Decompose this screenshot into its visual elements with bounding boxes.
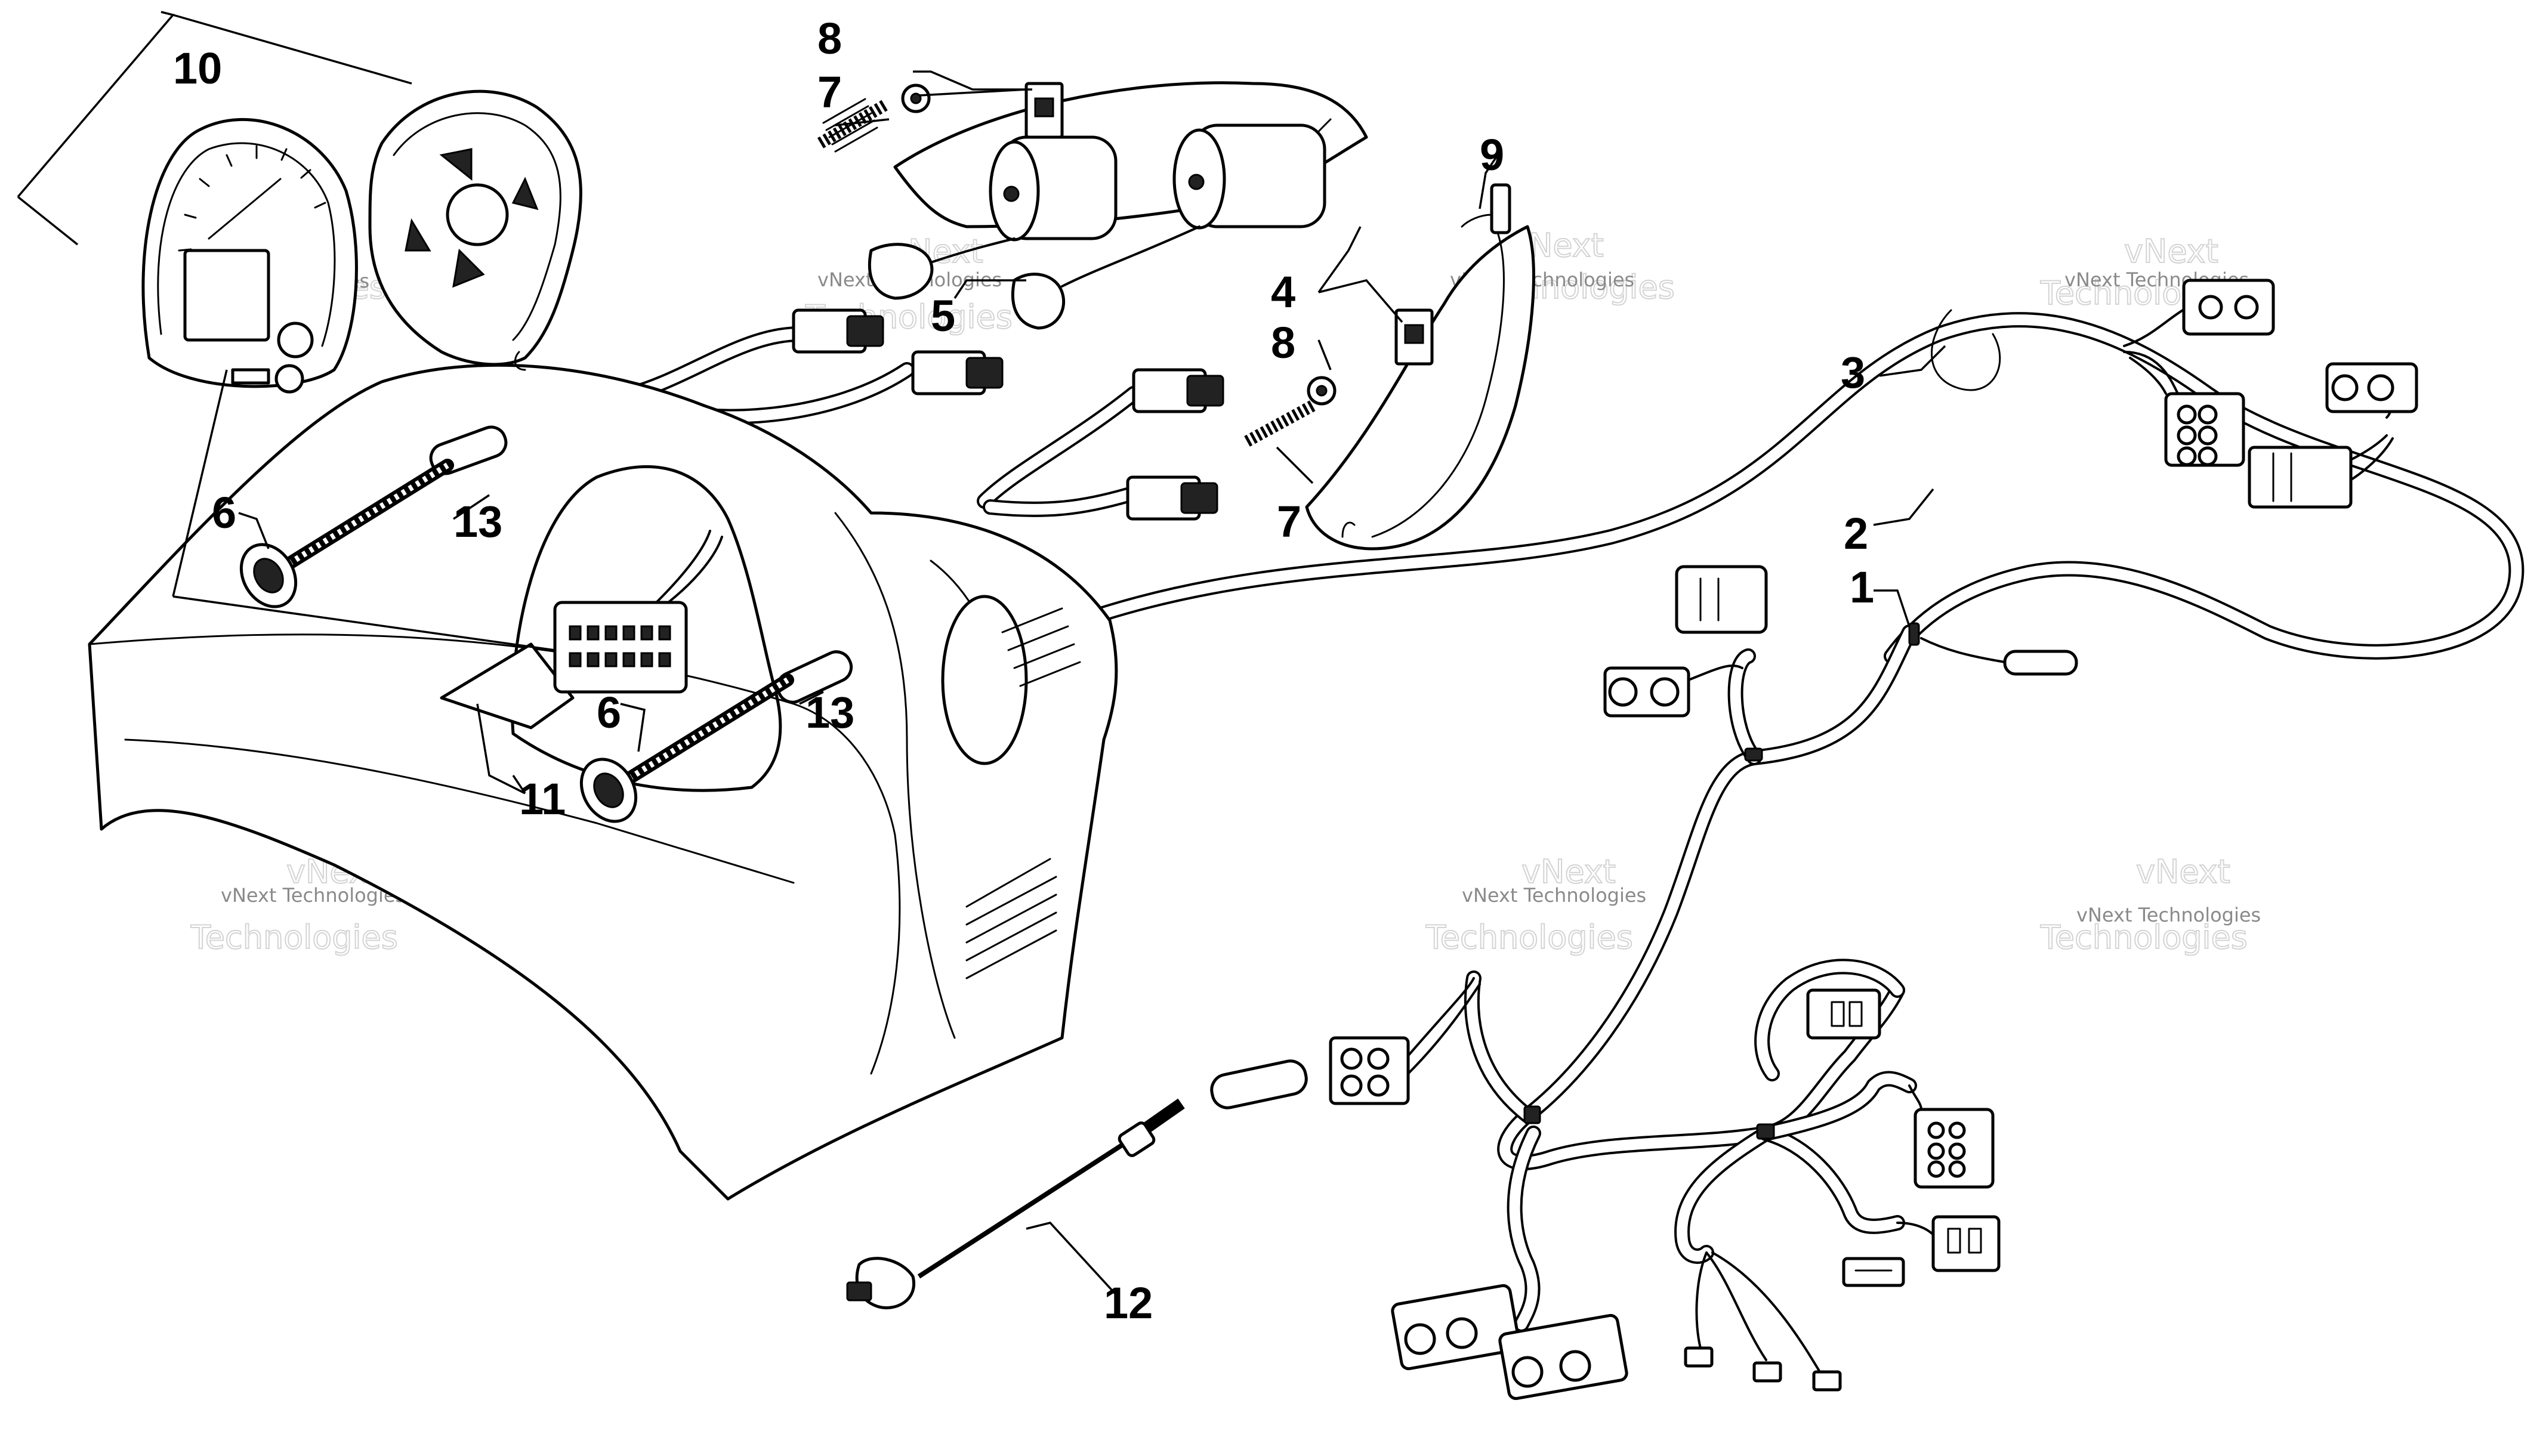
gauge-button[interactable] [277,322,314,358]
adjuster-spring-lower[interactable] [1244,400,1316,447]
connector-2pin-top-right[interactable] [2182,279,2275,336]
bulb-socket[interactable] [868,237,1016,300]
callout-7-lower: 7 [1277,497,1301,546]
callout-1: 1 [1850,562,1874,612]
watermark-large-top: vNext [1521,853,1616,891]
bezel-cutout [405,218,431,252]
secondary-wiring-harness[interactable] [1464,622,2078,1332]
callout-8-upper: 8 [817,14,842,63]
callout-6-upper: 6 [212,488,236,537]
callout-labels: 1 2 3 4 5 6 6 7 7 8 8 9 10 11 12 13 13 [173,14,1874,1328]
main-wiring-harness[interactable] [1084,297,2524,664]
connector-block-right[interactable] [2248,446,2353,509]
watermark-large-top: vNext [2124,233,2218,270]
adjuster-nuts[interactable] [901,84,1337,406]
watermark-large-bottom: Technologies [190,919,398,956]
gauge-button[interactable] [274,364,304,394]
speedometer-gauge-assembly[interactable] [141,89,582,394]
watermark: vNext Technologies vNext Technologies [1425,852,1646,957]
headlight-bulb-left[interactable] [989,135,1118,242]
resistor-plug[interactable] [1842,1257,1905,1287]
callout-9: 9 [1480,130,1504,180]
connector-male-top-right[interactable] [2325,362,2418,413]
temp-sensor-probe[interactable] [2003,650,2078,676]
connector-pair-bottom-left[interactable] [1391,1284,1628,1401]
sensor-sleeve[interactable] [1209,1058,1309,1111]
watermark-small: vNext Technologies [2076,904,2261,926]
gauge-harness-connector[interactable] [553,530,723,694]
watermark-large-bottom: Technologies [1425,919,1633,956]
relay-box[interactable] [1675,565,1768,634]
callout-8-lower: 8 [1271,318,1295,367]
callout-13-lower: 13 [805,688,854,737]
watermark: vNext Technologies vNext Technologies [2039,852,2261,957]
gauge-mount-bolt-upper[interactable] [230,459,454,617]
watermark-small: vNext Technologies [1462,884,1646,907]
headlight-bulb-right[interactable] [1172,123,1326,230]
headlight-housing-upper[interactable] [868,81,1368,330]
spade-terminals-bottom[interactable] [1684,1251,1842,1392]
watermark: vNext Technologies vNext Technologies [190,852,405,957]
gauge-connector-tab [231,368,270,385]
gauge-mount-bolts[interactable] [230,459,794,831]
callout-6-lower: 6 [597,688,621,737]
connector-6pin-top-right[interactable] [2164,392,2245,467]
bezel-cutout [511,177,539,211]
gauge-mount-bolt-lower[interactable] [570,673,794,831]
headlight-housing-lower[interactable] [1305,183,1535,551]
bulb-socket[interactable] [1011,225,1200,330]
bezel-cutout [439,148,473,181]
mounting-grommet-lower[interactable] [773,647,856,707]
callout-11: 11 [519,774,566,824]
callout-leader-lines [17,11,1946,1296]
cable-tie-strap[interactable] [1931,309,2001,391]
harness-clip [1756,1123,1775,1140]
connector-2pin-left[interactable] [1603,664,1743,718]
watermark-large-top: vNext [2136,853,2230,891]
connector-2pin-right[interactable] [1806,988,1881,1040]
callout-7-upper: 7 [817,67,842,117]
harness-clip [1744,747,1763,762]
warning-label [440,642,575,729]
bezel-cutout [452,248,485,288]
clip[interactable] [1490,183,1511,234]
callout-3: 3 [1841,348,1865,397]
callout-5: 5 [931,291,955,341]
connector-pair-dash-right[interactable] [977,368,1224,521]
harness-clip [1523,1105,1541,1124]
callout-13-upper: 13 [453,497,502,546]
callout-4: 4 [1271,267,1295,317]
gauge-lcd-display [183,249,270,342]
connector-8pin-right[interactable] [1908,1084,1995,1189]
connector-4pin-center[interactable] [1329,977,1481,1105]
harness-connectors [613,279,2418,1401]
callout-10: 10 [173,44,222,93]
connector-2pin-lower-right[interactable] [1896,1215,2001,1272]
speedometer-sensor-cable[interactable] [846,1098,1185,1310]
watermark-large-bottom: Technologies [2040,919,2248,956]
harness-clip [1908,622,1920,646]
callout-2: 2 [1844,509,1868,558]
watermark-small: vNext Technologies [221,884,405,907]
callout-12: 12 [1104,1278,1153,1328]
